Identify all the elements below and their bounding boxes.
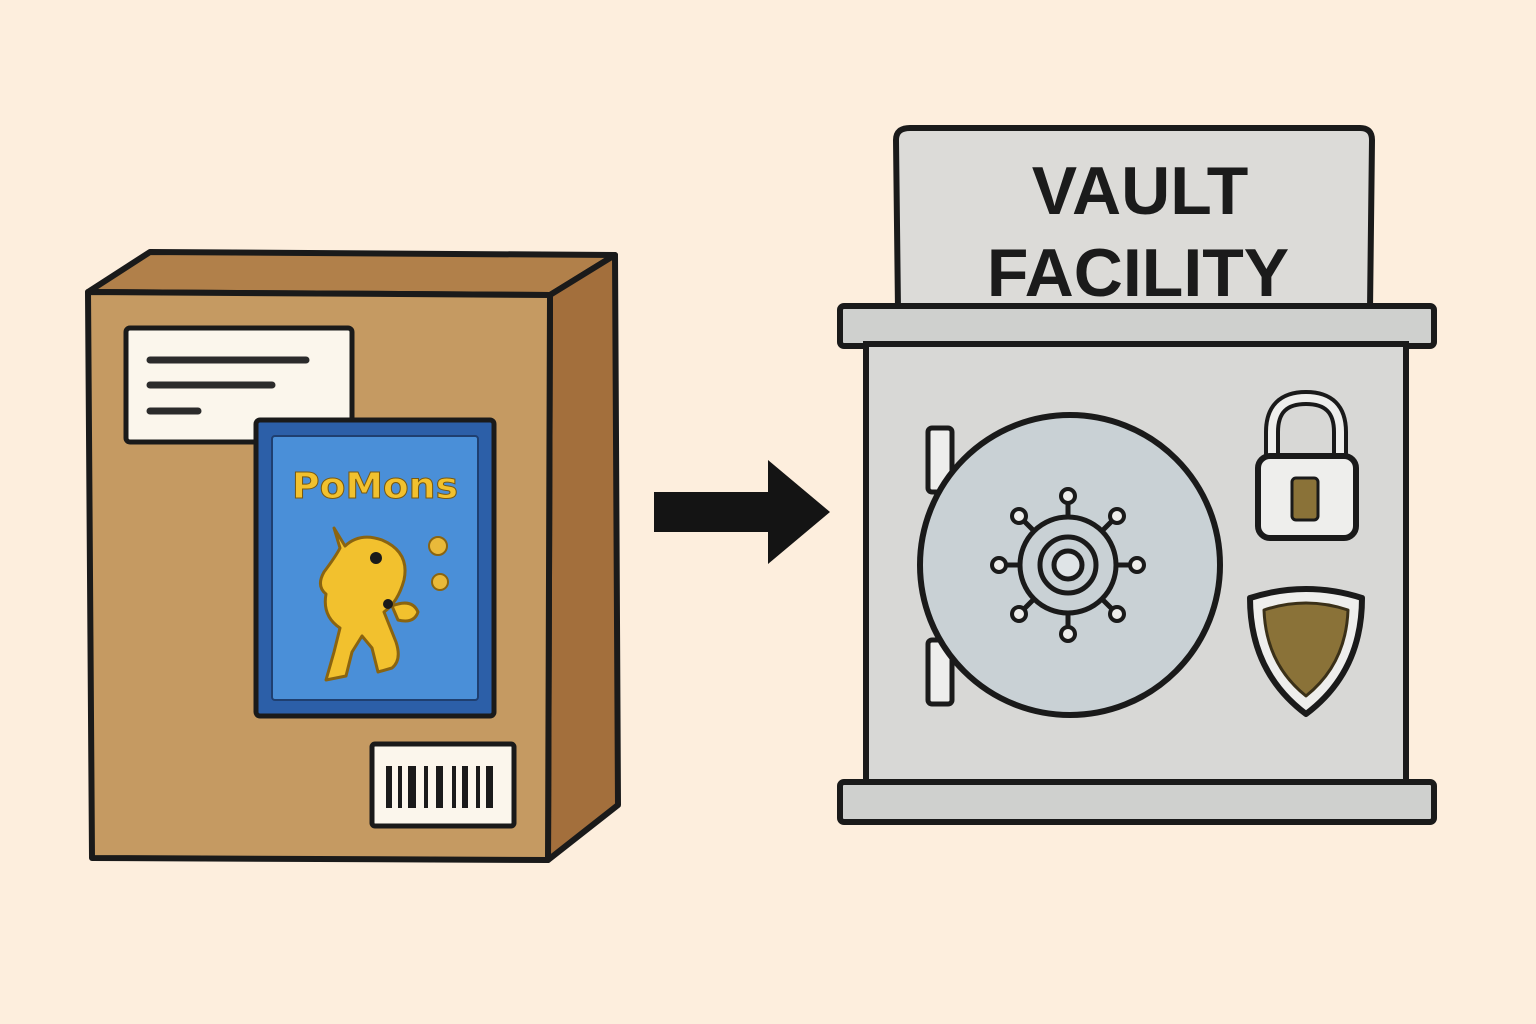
creature-eye	[370, 552, 382, 564]
vault-dial-knobs	[990, 487, 1146, 643]
shipping-label	[123, 325, 355, 445]
vault-cornice	[837, 303, 1437, 349]
vault-door-icon	[917, 412, 1223, 718]
vault-sign-line-2: FACILITY	[987, 235, 1289, 311]
card-title: PoMons	[292, 466, 458, 507]
vault-base	[837, 779, 1437, 825]
box-top-face	[85, 249, 618, 298]
vault-sign	[893, 125, 1375, 313]
padlock-icon	[1255, 389, 1359, 541]
barcode-icon	[369, 741, 517, 829]
package-box-icon: PoMons	[85, 249, 621, 863]
card-dot-1	[428, 536, 448, 556]
right-arrow-icon	[654, 460, 830, 564]
card-creature	[319, 526, 420, 682]
shield-icon	[1247, 586, 1365, 717]
vault-sign-line-1: VAULT	[1032, 153, 1249, 229]
box-side-face	[545, 252, 621, 863]
trading-card-icon: PoMons	[253, 417, 497, 719]
vault-facility: VAULT FACILITY	[837, 125, 1437, 825]
creature-spot	[383, 599, 393, 609]
card-dot-2	[431, 573, 449, 591]
